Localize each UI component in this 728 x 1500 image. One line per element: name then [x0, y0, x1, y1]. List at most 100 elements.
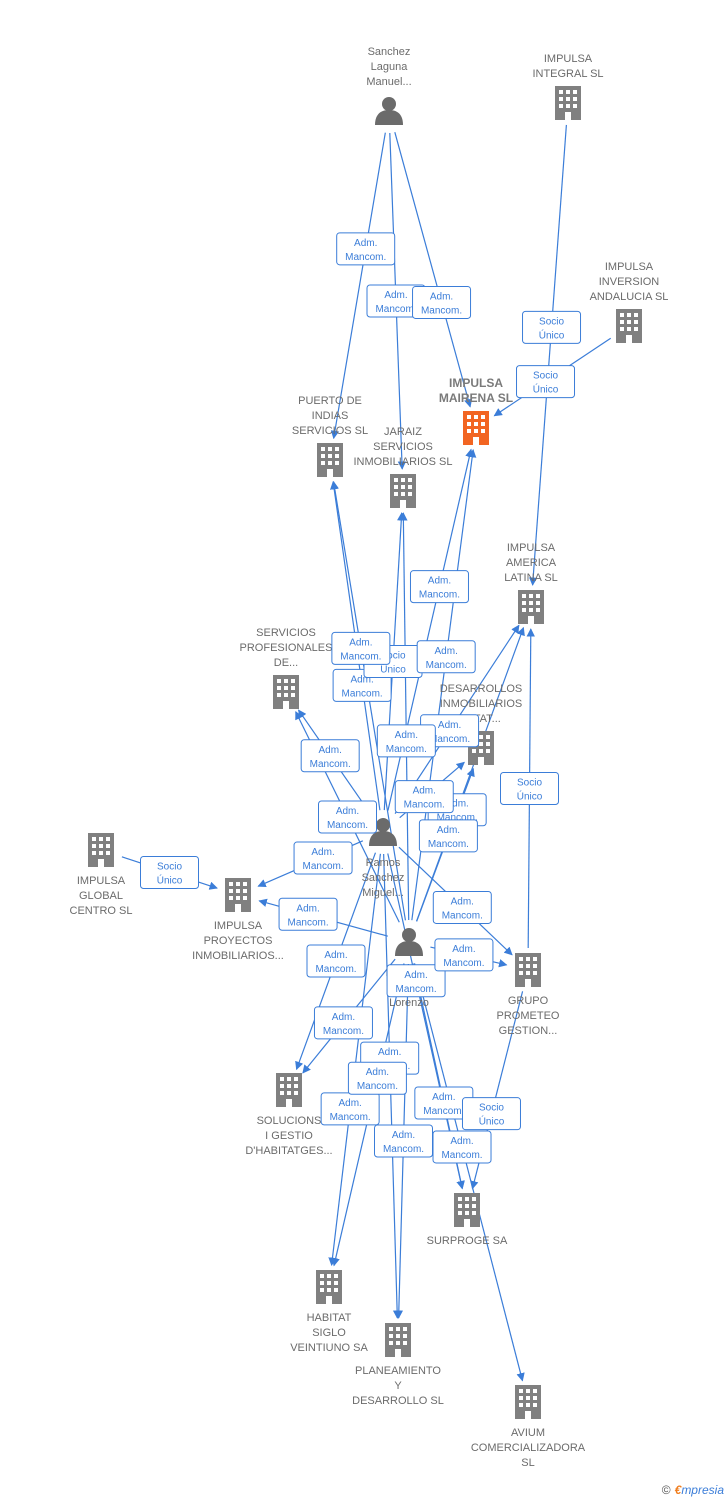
node-label: SL: [521, 1457, 534, 1469]
building-icon: [273, 675, 299, 709]
node-label: SERVICIOS: [256, 627, 316, 639]
node-label: DESARROLLOS: [440, 683, 523, 695]
node-sanchez[interactable]: SanchezLagunaManuel...: [366, 46, 412, 125]
node-label: CENTRO SL: [70, 905, 133, 917]
node-label: Ramos: [366, 857, 401, 869]
node-servicios_prof[interactable]: SERVICIOS PROFESIONALES DE...: [240, 627, 333, 709]
building-icon: [390, 474, 416, 508]
edge-sanchez-to-puerto_indias: [330, 132, 386, 440]
edge-badge-label: Socio: [517, 778, 542, 789]
edge-badge[interactable]: Adm.Mancom.: [347, 1061, 407, 1095]
node-label: GRUPO: [508, 995, 549, 1007]
node-label: DESARROLLO SL: [352, 1395, 444, 1407]
edge-badge[interactable]: Adm.Mancom.: [306, 944, 366, 978]
node-impulsa_integral[interactable]: IMPULSA INTEGRAL SL: [532, 53, 604, 120]
edge-badge-label: Mancom.: [345, 252, 386, 263]
edge-badge[interactable]: Adm.Mancom.: [414, 1086, 474, 1120]
node-label: Sanchez: [368, 46, 411, 58]
node-impulsa_proyectos[interactable]: IMPULSAPROYECTOSINMOBILIARIOS...: [192, 878, 284, 962]
edge-badge[interactable]: Adm.Mancom.: [293, 841, 353, 875]
edge-badge[interactable]: Adm.Mancom.: [386, 964, 446, 998]
building-icon: [276, 1073, 302, 1107]
edge-badge[interactable]: Adm.Mancom.: [416, 640, 476, 674]
edge-badge-label: Adm.: [395, 730, 418, 741]
node-label: IMPULSA: [449, 376, 503, 390]
edge-badge[interactable]: Adm.Mancom.: [409, 570, 469, 604]
edge-badge-label: Único: [479, 1115, 505, 1128]
edge-badge-label: Mancom.: [310, 759, 351, 770]
edge-badge[interactable]: Adm.Mancom.: [374, 1124, 433, 1158]
node-label: MAIRENA SL: [439, 391, 513, 405]
edge-badge[interactable]: Adm.Mancom.: [412, 285, 472, 319]
node-label: GESTION...: [499, 1025, 558, 1037]
building-icon: [616, 309, 642, 343]
edge-badge-label: Mancom.: [288, 917, 329, 928]
edge-badge[interactable]: Adm.Mancom.: [418, 819, 478, 853]
brand-name: mpresia: [681, 1483, 724, 1497]
brand-watermark: ©€mpresia: [662, 1483, 724, 1497]
brand-logo-initial: €: [674, 1483, 682, 1497]
edge-badge-label: Mancom.: [396, 984, 437, 995]
edge-badge-label: Mancom.: [357, 1081, 398, 1092]
edge-badge[interactable]: Adm. Mancom.: [300, 739, 360, 773]
edge-badge[interactable]: Adm.Mancom.: [336, 232, 396, 266]
edge-badge-label: Mancom.: [421, 305, 462, 316]
edge-badge-label: Mancom.: [386, 744, 427, 755]
node-label: INTEGRAL SL: [532, 68, 603, 80]
edge-badge-label: Mancom.: [419, 590, 460, 601]
node-label: PROFESIONALES: [240, 642, 333, 654]
node-label: SURPROGE SA: [427, 1235, 508, 1247]
edge-badge-label: Adm.: [336, 806, 359, 817]
edge-badge[interactable]: Adm.Mancom.: [318, 800, 377, 834]
edge-badge-label: Mancom.: [315, 964, 356, 975]
edge-badge[interactable]: Adm.Mancom.: [394, 780, 454, 814]
edge-badge-label: Adm.: [332, 1012, 355, 1023]
edge-badge-label: Adm.: [452, 944, 475, 955]
edge-badge[interactable]: Adm.Mancom.: [432, 1130, 492, 1164]
building-icon: [454, 1193, 480, 1227]
node-label: SERVICIOS SL: [292, 425, 368, 437]
edge-badge[interactable]: Adm.Mancom.: [278, 897, 338, 931]
edge-badge[interactable]: Adm.Mancom.: [434, 938, 494, 972]
building-icon: [515, 1385, 541, 1419]
node-label: DE...: [274, 657, 298, 669]
node-ramos[interactable]: RamosSanchezMiguel...: [362, 818, 405, 899]
node-label: IMPULSA: [77, 875, 126, 887]
node-label: SIGLO: [312, 1327, 346, 1339]
edge-badge[interactable]: Adm.Mancom.: [331, 631, 391, 665]
node-surproge[interactable]: SURPROGE SA: [427, 1193, 508, 1247]
node-desarrollos[interactable]: DESARROLLOSINMOBILIARIOSALTAT...: [440, 683, 523, 765]
node-label: Sanchez: [362, 872, 405, 884]
edge-badge-label: Adm.: [349, 637, 372, 648]
edge-badge[interactable]: Adm.Mancom.: [313, 1006, 373, 1040]
edge-badge[interactable]: Adm.Mancom.: [432, 890, 492, 924]
node-label: SOLUCIONS: [257, 1115, 322, 1127]
node-label: SERVICIOS: [373, 441, 433, 453]
person-icon: [395, 928, 423, 956]
node-label: PUERTO DE: [298, 395, 362, 407]
edge-badge-label: Adm.: [392, 1130, 415, 1141]
node-grupo_prometeo[interactable]: GRUPOPROMETEOGESTION...: [497, 953, 560, 1037]
edge-badge[interactable]: Adm.Mancom.: [320, 1092, 380, 1126]
edge-badge-label: Adm.: [384, 290, 407, 301]
building-icon: [515, 953, 541, 987]
edge-badge[interactable]: Adm. Mancom.: [376, 724, 436, 758]
node-label: INMOBILIARIOS...: [192, 950, 284, 962]
node-label: IMPULSA: [544, 53, 593, 65]
edge-badge-label: Adm.: [319, 745, 342, 756]
